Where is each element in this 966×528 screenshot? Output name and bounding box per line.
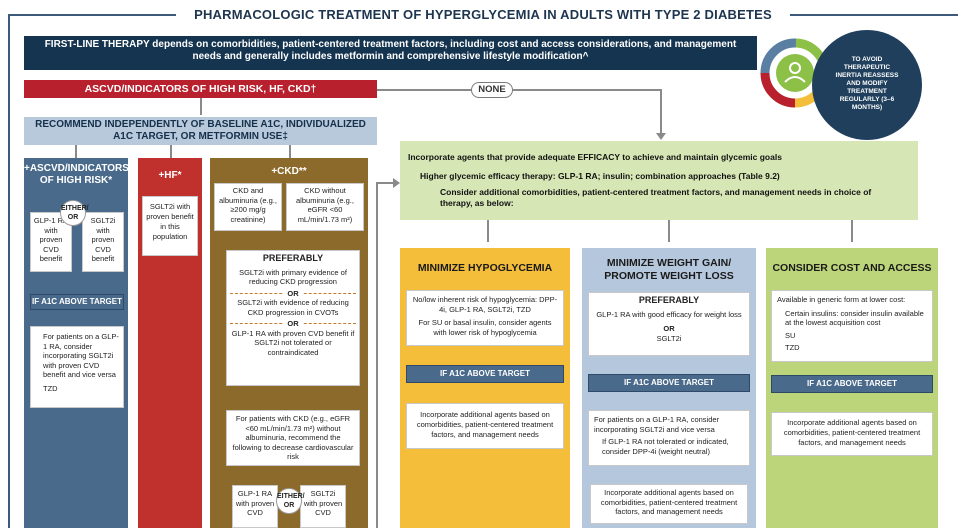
hypoglycemia-box-2: Incorporate additional agents based on c… (406, 403, 564, 449)
recommend-independently-box: RECOMMEND INDEPENDENTLY OF BASELINE A1C,… (24, 117, 377, 145)
weight-option-1: GLP-1 RA with good efficacy for weight l… (596, 309, 742, 319)
ckd-or-2: OR (283, 319, 303, 329)
efficacy-line-2: Higher glycemic efficacy therapy: GLP-1 … (420, 171, 780, 181)
ckd-column-head: +CKD** (271, 166, 307, 177)
connector-ckd-right (376, 182, 378, 528)
ascvd-sglt2-text: SGLT2i with proven CVD benefit (90, 216, 116, 263)
ascvd-glp1-text: GLP-1 RA with proven CVD benefit (33, 216, 69, 263)
connector-efficacy-hypo (487, 220, 489, 242)
inertia-badge: TO AVOID THERAPEUTIC INERTIA REASSESS AN… (812, 30, 922, 140)
ckd-albuminuria-box: CKD and albuminuria (e.g., ≥200 mg/g cre… (214, 183, 282, 231)
hypoglycemia-su: For SU or basal insulin, consider agents… (418, 318, 552, 337)
weight-a1c-bar: IF A1C ABOVE TARGET (588, 374, 750, 392)
ckd-albuminuria-text: CKD and albuminuria (e.g., ≥200 mg/g cre… (219, 186, 277, 224)
ascvd-either-or: EITHER/ OR (60, 200, 89, 226)
weight-head: MINIMIZE WEIGHT GAIN/ PROMOTE WEIGHT LOS… (604, 257, 734, 282)
cost-a1c-bar: IF A1C ABOVE TARGET (771, 375, 933, 393)
connector-none-left (377, 89, 471, 91)
cost-incorp: Incorporate additional agents based on c… (783, 418, 921, 447)
ckd-no-albuminuria-text-box: For patients with CKD (e.g., eGFR <60 mL… (226, 410, 360, 466)
connector-ascvd-down (200, 98, 202, 115)
connector-none-right (513, 89, 661, 91)
cost-bullet-2: SU (785, 330, 796, 340)
frame-top-left (8, 14, 176, 16)
ckd-preferably-box: PREFERABLY SGLT2i with primary evidence … (226, 250, 360, 386)
page-title: PHARMACOLOGIC TREATMENT OF HYPERGLYCEMIA… (194, 7, 772, 22)
ckd-sglt2-text: SGLT2i with proven CVD (303, 489, 343, 517)
connector-none-down (660, 89, 662, 137)
hypoglycemia-box-1: No/low inherent risk of hypoglycemia: DP… (406, 290, 564, 346)
weight-dpp4-text: If GLP-1 RA not tolerated or indicated, … (602, 437, 729, 456)
ascvd-hf-ckd-bar: ASCVD/INDICATORS OF HIGH RISK, HF, CKD† (24, 80, 377, 98)
frame-top-right (790, 14, 958, 16)
ascvd-sglt2-box: SGLT2i with proven CVD benefit (82, 212, 124, 272)
connector-rec-brown (289, 145, 291, 158)
cost-box-2: Incorporate additional agents based on c… (771, 412, 933, 456)
cost-box-1: Available in generic form at lower cost:… (771, 290, 933, 362)
ascvd-column-head: +ASCVD/INDICATORS OF HIGH RISK* (24, 163, 129, 186)
weight-option-2: SGLT2i (656, 333, 682, 343)
ckd-or-1: OR (283, 288, 303, 298)
cost-bullet-3: TZD (785, 343, 800, 352)
cost-bullet-1: Certain insulins: consider insulin avail… (785, 308, 924, 328)
hypoglycemia-head: MINIMIZE HYPOGLYCEMIA (417, 262, 553, 274)
cost-intro: Available in generic form at lower cost: (777, 295, 906, 304)
ckd-preferably-label: PREFERABLY (262, 253, 324, 263)
hf-box: SGLT2i with proven benefit in this popul… (142, 196, 198, 256)
weight-box-3: Incorporate additional agents based on c… (590, 484, 748, 524)
arrow-right-icon (393, 178, 400, 188)
weight-preferably-box: PREFERABLY GLP-1 RA with good efficacy f… (588, 292, 750, 356)
weight-preferably-label: PREFERABLY (638, 295, 700, 305)
ckd-option-2: SGLT2i with evidence of reducing CKD pro… (237, 298, 349, 317)
hypoglycemia-incorp: Incorporate additional agents based on c… (416, 410, 554, 439)
connector-rec-blue (75, 145, 77, 158)
weight-incorp-additional: Incorporate additional agents based on c… (600, 488, 738, 516)
ckd-no-albuminuria-text: CKD without albuminuria (e.g., eGFR <60 … (296, 186, 354, 224)
ascvd-bullets-box: For patients on a GLP-1 RA, consider inc… (30, 326, 124, 408)
ckd-sglt2-box: SGLT2i with proven CVD (300, 485, 346, 528)
ascvd-a1c-bar: IF A1C ABOVE TARGET (30, 294, 124, 310)
efficacy-line-1: Incorporate agents that provide adequate… (408, 152, 782, 162)
connector-ckd-to-incorp (376, 182, 396, 184)
ascvd-bullet-1: For patients on a GLP-1 RA, consider inc… (43, 332, 119, 379)
connector-efficacy-cost (851, 220, 853, 242)
connector-rec-red (170, 145, 172, 158)
cost-head: CONSIDER COST AND ACCESS (772, 262, 932, 274)
hypoglycemia-a1c-bar: IF A1C ABOVE TARGET (406, 365, 564, 383)
weight-incorp-text: For patients on a GLP-1 RA, consider inc… (594, 415, 720, 434)
efficacy-line-3: Consider additional comorbidities, patie… (440, 187, 872, 208)
efficacy-box: Incorporate agents that provide adequate… (400, 141, 918, 220)
none-pill: NONE (471, 82, 513, 98)
frame-left (8, 14, 10, 528)
ckd-noalb-recommendation: For patients with CKD (e.g., eGFR <60 mL… (232, 414, 354, 461)
ckd-either-or: EITHER/ OR (276, 488, 305, 514)
weight-box-2: For patients on a GLP-1 RA, consider inc… (588, 410, 750, 466)
first-line-therapy-box: FIRST-LINE THERAPY depends on comorbidit… (24, 36, 757, 70)
ckd-no-albuminuria-box: CKD without albuminuria (e.g., eGFR <60 … (286, 183, 364, 231)
ckd-glp1-box: GLP-1 RA with proven CVD (232, 485, 278, 528)
ckd-glp1-text: GLP-1 RA with proven CVD (235, 489, 275, 517)
ckd-option-3: GLP-1 RA with proven CVD benefit if SGLT… (231, 328, 355, 357)
ascvd-bullet-2: TZD (43, 383, 58, 393)
hf-text: SGLT2i with proven benefit in this popul… (146, 202, 194, 241)
weight-or: OR (663, 324, 675, 333)
arrow-down-icon (656, 133, 666, 140)
hf-column-head: +HF* (158, 170, 182, 181)
connector-efficacy-weight (668, 220, 670, 242)
inertia-text: TO AVOID THERAPEUTIC INERTIA REASSESS AN… (835, 56, 899, 111)
ckd-option-1: SGLT2i with primary evidence of reducing… (239, 267, 347, 287)
hypoglycemia-no-low: No/low inherent risk of hypoglycemia: DP… (412, 295, 558, 314)
